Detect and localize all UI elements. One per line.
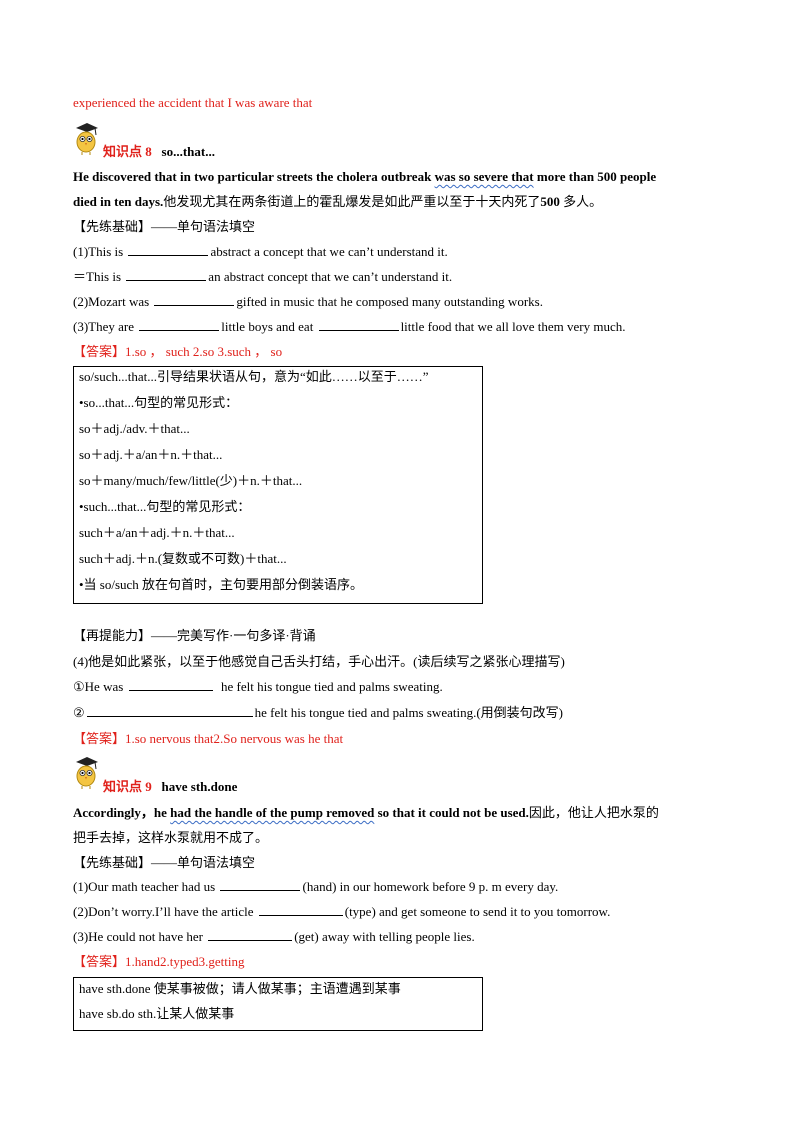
kp9-section-basic: 【先练基础】——单句语法填空 [73,855,256,870]
fill-blank [258,903,343,916]
kp8-question-3: (3)They are little boys and eat little f… [73,318,625,336]
example-translation: 多人。 [559,194,603,209]
question-text: (2)Mozart was [73,294,150,309]
kp8-question-1b: ＝This is an abstract concept that we can… [73,268,452,286]
kp8-question-2: (2)Mozart was gifted in music that he co… [73,293,543,311]
knowledge-point-label: 知识点 9 [103,779,152,794]
question-text: (1)Our math teacher had us [73,879,216,894]
question-text: ①He was [73,679,124,694]
notes-line: •当 so/such 放在句首时，主句要用部分倒装语序。 [79,577,364,592]
question-text: he felt his tongue tied and palms sweati… [221,679,443,694]
notes-line: so/such...that...引导结果状语从句，意为“如此……以至于……” [79,369,429,384]
example-text: more than 500 people [533,169,657,184]
question-text: (hand) in our homework before 9 p. m eve… [302,879,559,894]
knowledge-point-9-title: 知识点 9 have sth.done [103,778,237,796]
question-text: little boys and eat [221,319,314,334]
question-text: abstract a concept that we can’t underst… [210,244,448,259]
kp9-question-3: (3)He could not have her (get) away with… [73,928,475,946]
kp8-answer-2: 【答案】1.so nervous that2.So nervous was he… [73,731,344,746]
example-text: so that it could not be used. [374,805,529,820]
example-translation: 他发现尤其在两条街道上的霍乱爆发是如此严重以至于十天内死了 [163,194,541,209]
notes-line: so＋adj.＋a/an＋n.＋that... [79,447,223,462]
question-text: ＝This is [73,269,122,284]
notes-line: have sb.do sth.让某人做某事 [79,1006,235,1021]
fill-blank [128,243,209,256]
example-highlight: had the handle of the pump removed [170,805,375,820]
notes-line: •so...that...句型的常见形式： [79,395,239,410]
kp9-answer: 【答案】1.hand2.typed3.getting [73,954,245,969]
question-text: an abstract concept that we can’t unders… [208,269,453,284]
knowledge-point-phrase: so...that... [161,144,215,159]
question-text: he felt his tongue tied and palms sweati… [254,705,563,720]
question-text: (1)This is [73,244,124,259]
notes-line: such＋a/an＋adj.＋n.＋that... [79,525,235,540]
fill-blank [220,878,301,891]
question-text: (3)They are [73,319,134,334]
fill-blank [139,318,220,331]
fill-blank [126,268,207,281]
example-number: 500 [540,194,560,209]
fill-blank [208,928,293,941]
continued-answer-text: experienced the accident that I was awar… [73,95,313,110]
kp9-example-line1: Accordingly，he had the handle of the pum… [73,804,659,822]
question-text: (2)Don’t worry.I’ll have the article [73,904,254,919]
fill-blank [86,704,253,717]
notes-line: so＋adj./adv.＋that... [79,421,190,436]
fill-blank [128,678,213,691]
fill-blank [154,293,235,306]
example-text: died in ten days. [73,194,164,209]
knowledge-point-8-title: 知识点 8 so...that... [103,143,215,161]
kp8-question-4a: ①He was he felt his tongue tied and palm… [73,678,443,696]
notes-line: •such...that...句型的常见形式： [79,499,251,514]
fill-blank [318,318,399,331]
kp8-question-4b: ② he felt his tongue tied and palms sweat… [73,704,563,722]
kp8-section-basic: 【先练基础】——单句语法填空 [73,219,256,234]
example-text: Accordingly，he [73,805,171,820]
question-text: ② [73,705,85,720]
example-highlight: was so severe that [434,169,534,184]
knowledge-point-phrase: have sth.done [161,779,238,794]
kp9-notes-box [73,977,483,1031]
kp8-section-advanced: 【再提能力】——完美写作·一句多译·背诵 [73,628,316,643]
question-text: little food that we all love them very m… [400,319,626,334]
kp8-question-1a: (1)This is abstract a concept that we ca… [73,243,448,261]
knowledge-point-label: 知识点 8 [103,144,152,159]
notes-line: so＋many/much/few/little(少)＋n.＋that... [79,473,303,488]
question-text: (get) away with telling people lies. [294,929,475,944]
question-text: gifted in music that he composed many ou… [236,294,543,309]
notes-line: such＋adj.＋n.(复数或不可数)＋that... [79,551,287,566]
question-text: (type) and get someone to send it to you… [344,904,611,919]
kp8-notes-box [73,366,483,604]
kp8-question-4: (4)他是如此紧张，以至于他感觉自己舌头打结，手心出汗。(读后续写之紧张心理描写… [73,654,565,669]
owl-graduate-icon [76,757,98,789]
kp9-question-2: (2)Don’t worry.I’ll have the article (ty… [73,903,610,921]
kp9-example-line2: 把手去掉，这样水泵就用不成了。 [73,830,269,845]
example-text: He discovered that in two particular str… [73,169,435,184]
kp8-example-line2: died in ten days.他发现尤其在两条街道上的霍乱爆发是如此严重以至… [73,193,602,211]
kp9-question-1: (1)Our math teacher had us (hand) in our… [73,878,558,896]
owl-graduate-icon [76,123,98,155]
example-translation: 因此，他让人把水泵的 [528,805,659,820]
question-text: (3)He could not have her [73,929,203,944]
kp8-answer-1: 【答案】1.so ， such 2.so 3.such ， so [73,344,283,359]
kp8-example-line1: He discovered that in two particular str… [73,168,656,186]
notes-line: have sth.done 使某事被做；请人做某事；主语遭遇到某事 [79,981,401,996]
